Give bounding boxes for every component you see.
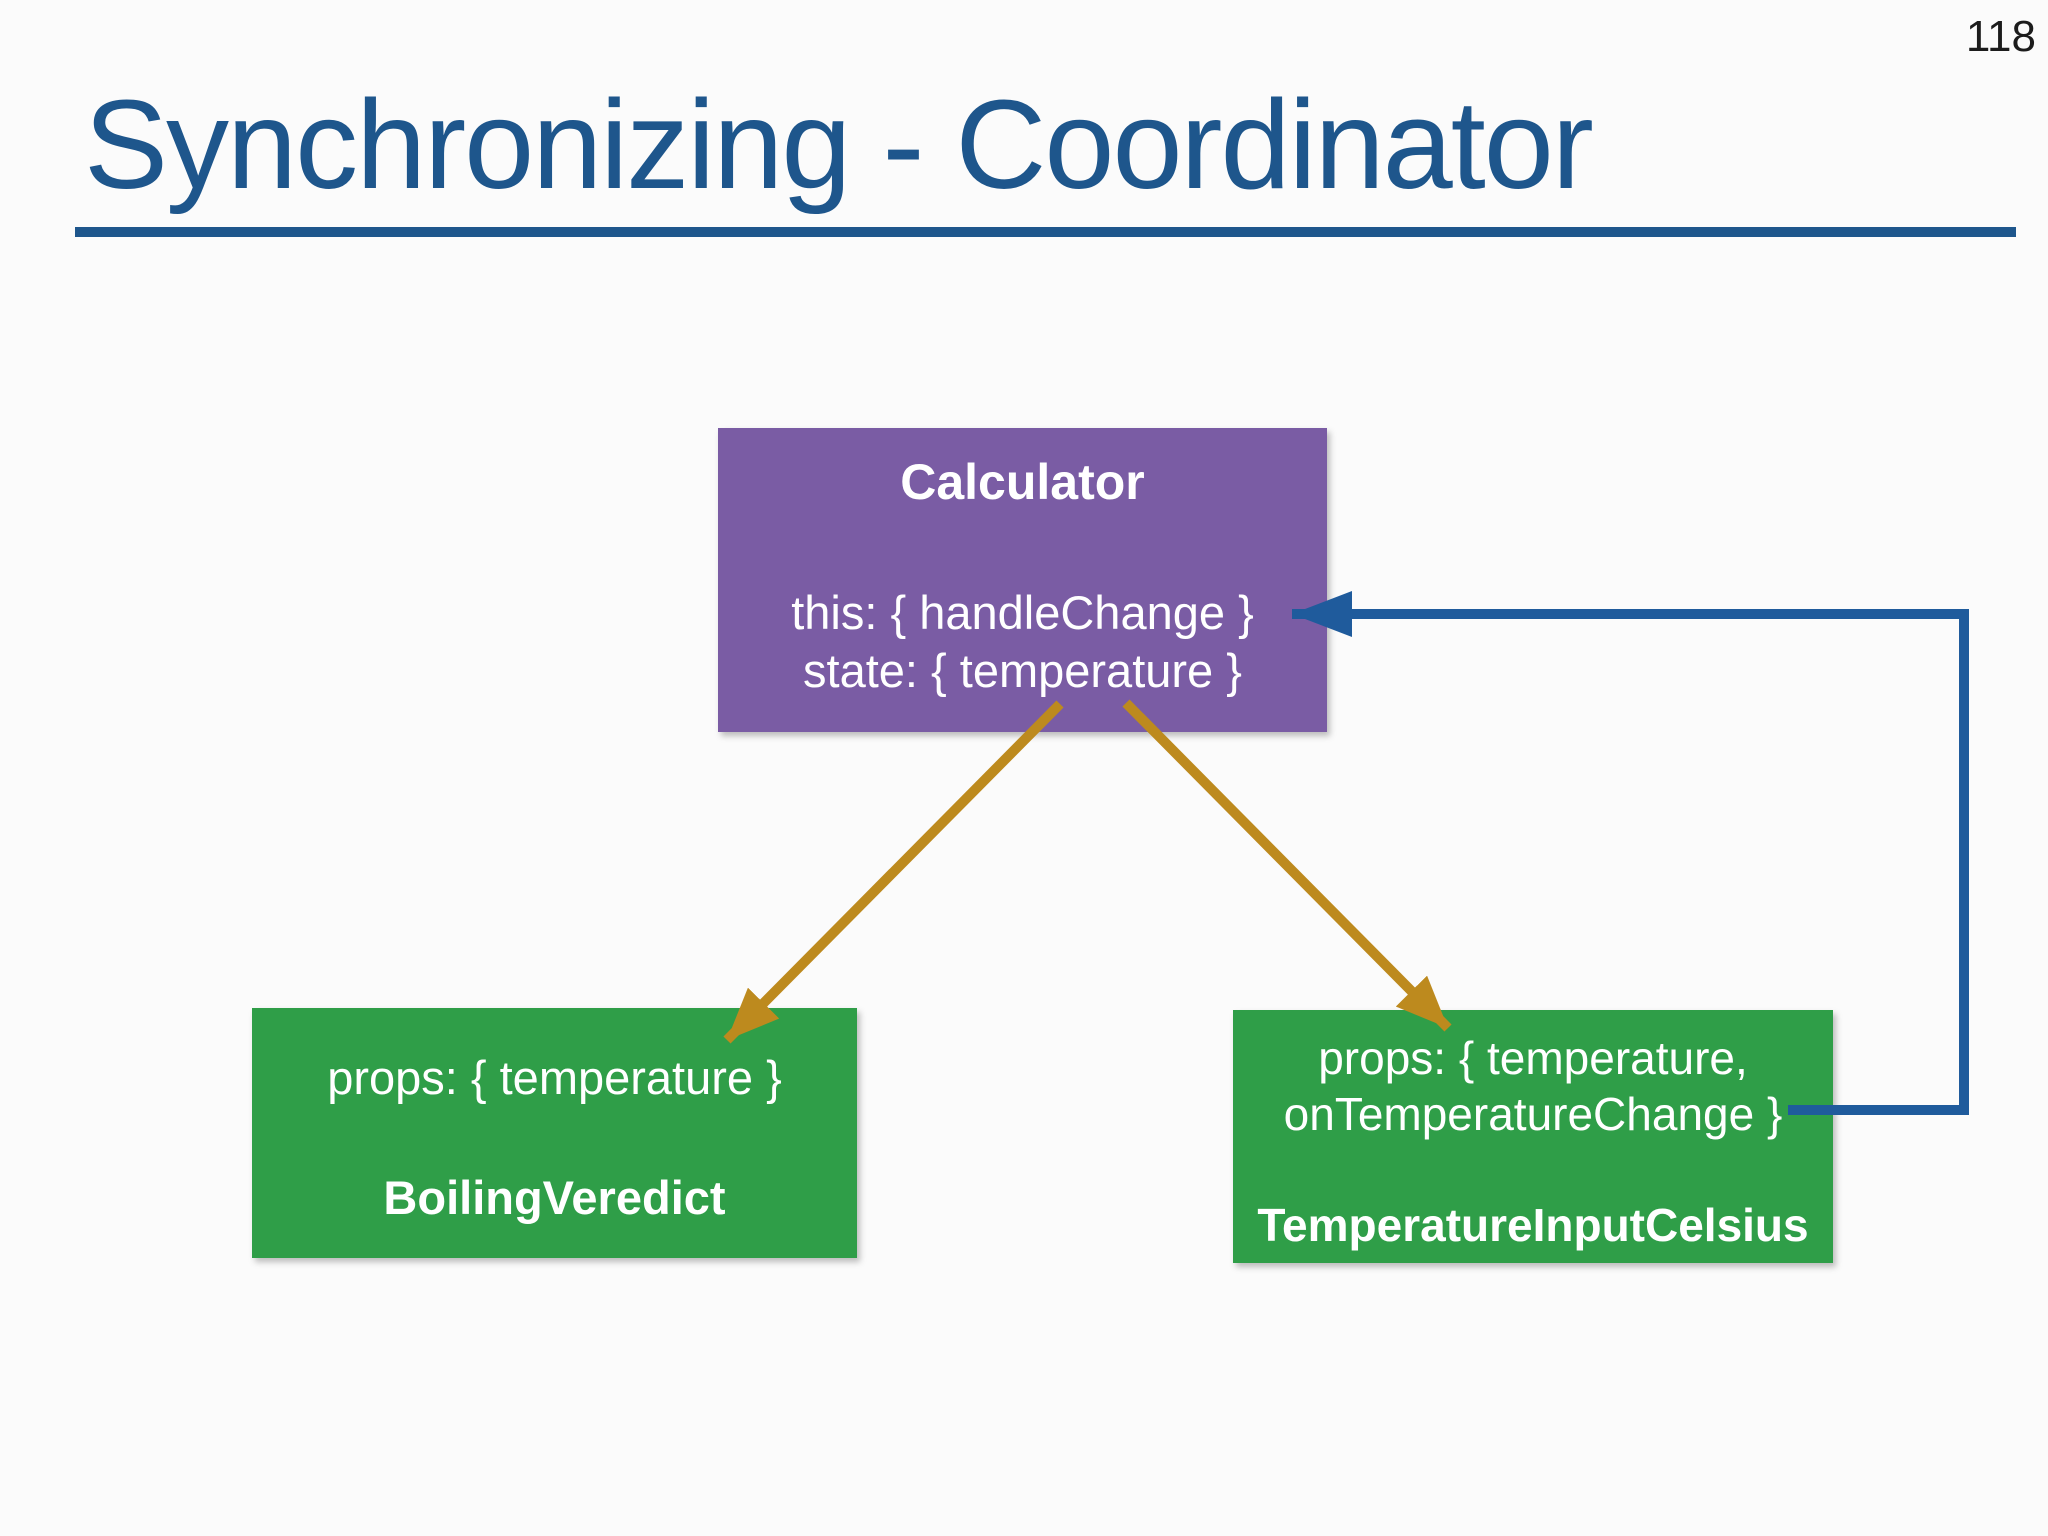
temperature-input-props-line1: props: { temperature,	[1318, 1032, 1748, 1084]
calculator-state-lines: this: { handleChange } state: { temperat…	[791, 584, 1254, 700]
slide-title: Synchronizing - Coordinator	[84, 74, 1594, 215]
temperature-input-celsius-box: props: { temperature, onTemperatureChang…	[1233, 1010, 1833, 1263]
boiling-veredict-props-line: props: { temperature }	[327, 1051, 782, 1104]
boiling-veredict-box: props: { temperature } BoilingVeredict	[252, 1008, 857, 1258]
page-number: 118	[1965, 12, 2036, 61]
temperature-input-props-line2: onTemperatureChange }	[1283, 1088, 1783, 1140]
state-arrow-to-boiling-veredict	[723, 700, 1064, 1044]
calculator-box: Calculator this: { handleChange } state:…	[718, 428, 1327, 732]
calculator-state-line: state: { temperature }	[803, 644, 1242, 697]
temperature-input-props-lines: props: { temperature, onTemperatureChang…	[1284, 1030, 1783, 1142]
temperature-input-name: TemperatureInputCelsius	[1257, 1199, 1809, 1251]
boiling-veredict-name: BoilingVeredict	[383, 1171, 726, 1224]
calculator-box-title: Calculator	[900, 454, 1145, 510]
title-underline	[75, 227, 2016, 237]
calculator-this-line: this: { handleChange }	[791, 586, 1254, 639]
props-arrow-to-temperature-input	[1122, 699, 1452, 1032]
